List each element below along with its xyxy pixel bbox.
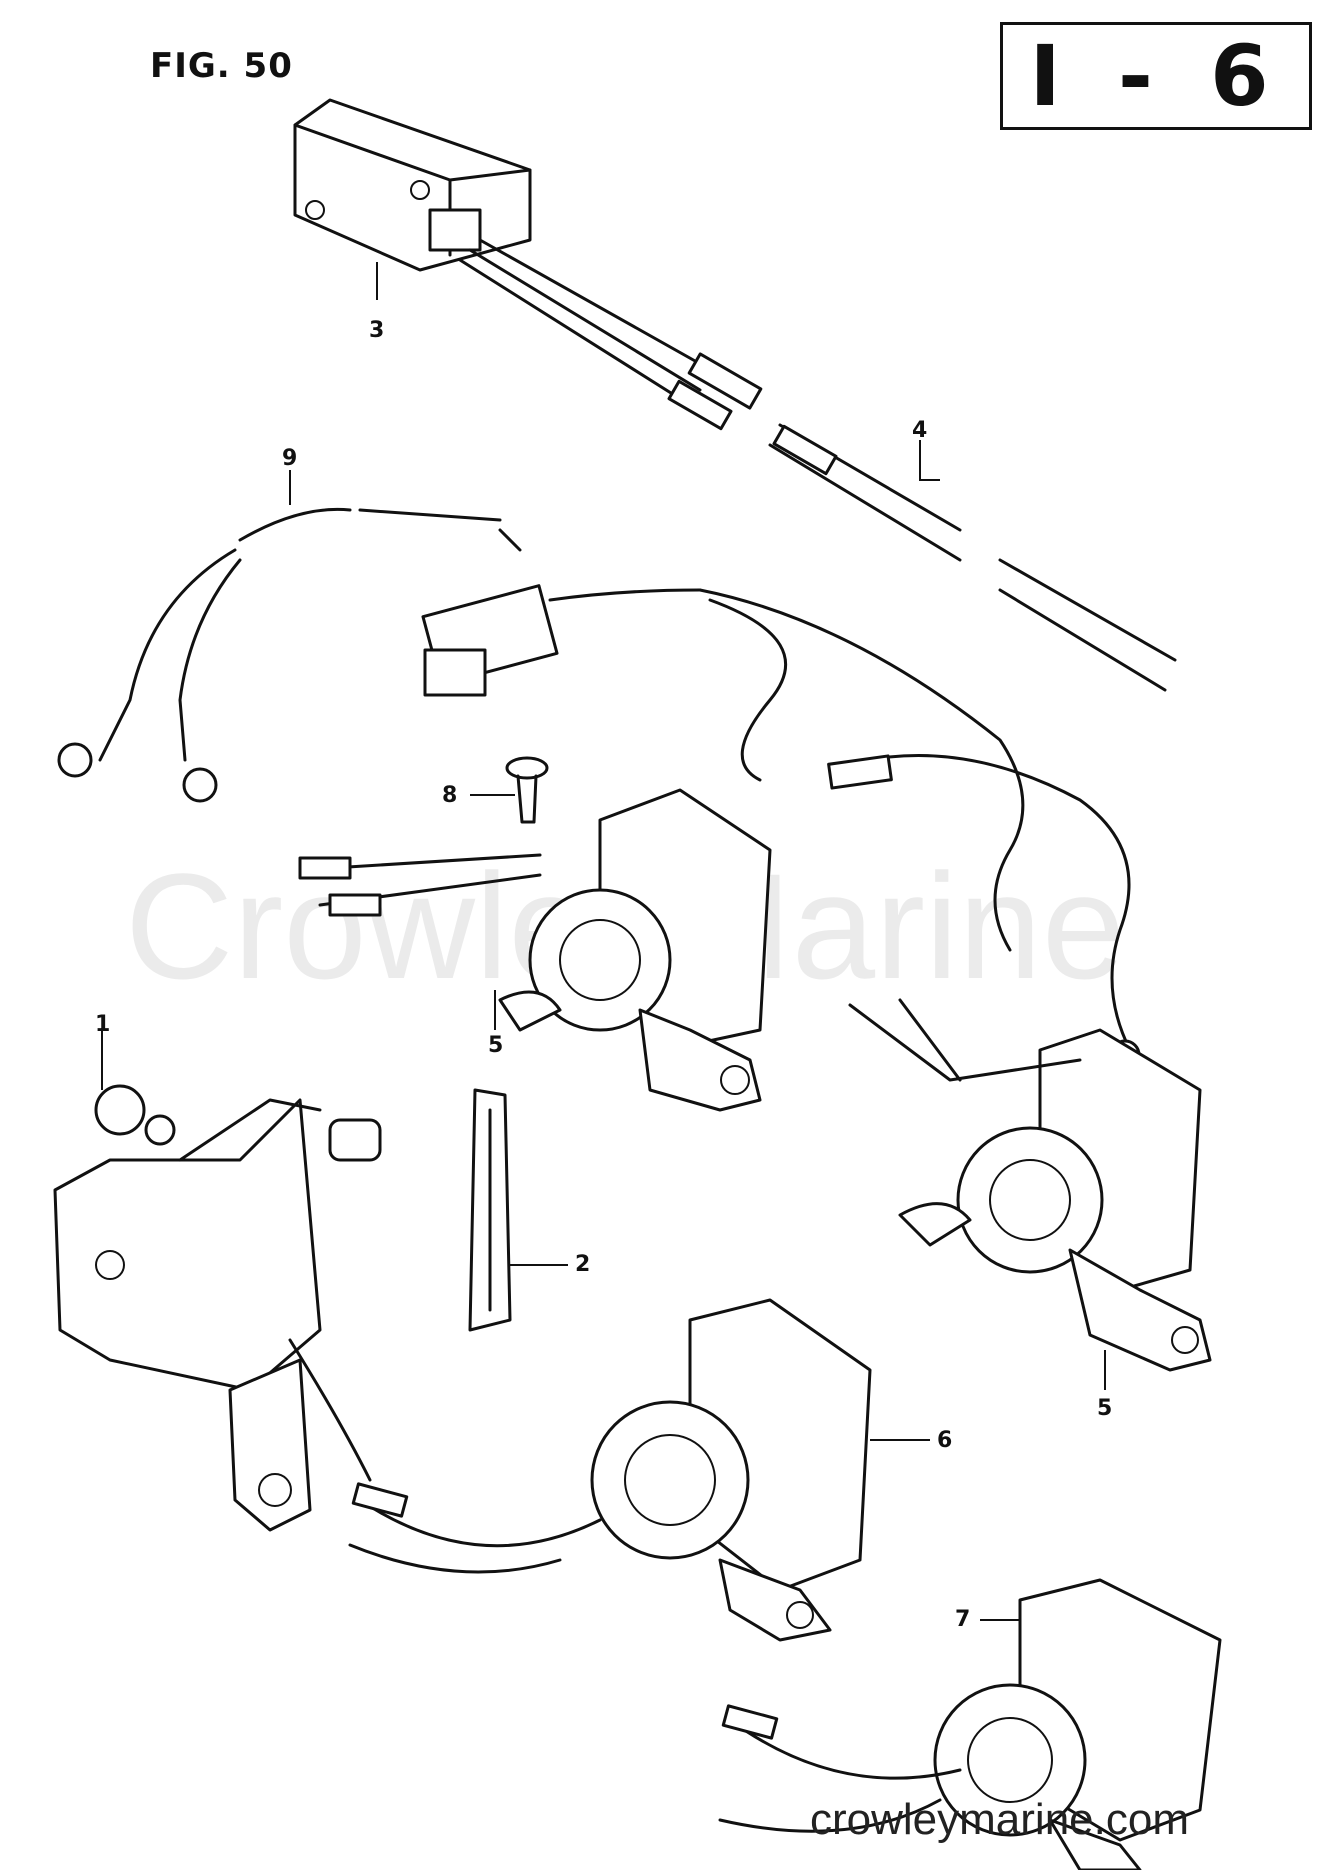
callout-5-lower: 5 (1097, 1396, 1113, 1421)
leader-lines (101, 262, 1106, 1621)
callout-2: 2 (575, 1252, 591, 1277)
part-1-choke-solenoid (53, 1084, 382, 1532)
figure-label: FIG. 50 (150, 46, 293, 86)
part-4-wire-pair (768, 423, 1177, 692)
callout-5-upper: 5 (488, 1033, 504, 1058)
part-2-clip (468, 1088, 512, 1332)
part-7-solenoid (718, 1578, 1222, 1870)
part-6-solenoid (348, 1298, 872, 1642)
website-text: crowleymarine.com (810, 1795, 1189, 1844)
part-8-screw (505, 756, 549, 824)
callout-4: 4 (912, 418, 928, 443)
part-3-switch (293, 98, 763, 431)
callout-3: 3 (369, 318, 385, 343)
part-5-solenoid-upper (298, 788, 772, 1112)
callout-1: 1 (95, 1012, 111, 1037)
part-5-solenoid-lower (848, 998, 1212, 1372)
part-9-harness (57, 507, 1141, 1071)
section-box: I - 6 (1000, 22, 1312, 130)
callout-7: 7 (955, 1607, 971, 1632)
callout-6: 6 (937, 1428, 953, 1453)
callout-8: 8 (442, 783, 458, 808)
callout-9: 9 (282, 446, 298, 471)
section-code: I - 6 (1029, 27, 1283, 125)
